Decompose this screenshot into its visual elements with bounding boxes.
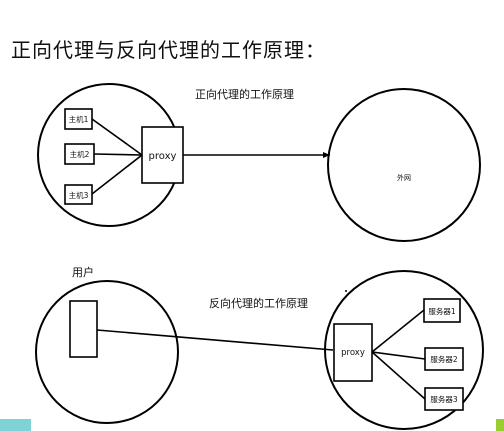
user-label: 用户 (72, 265, 94, 279)
host-3-to-proxy-line (91, 154, 143, 195)
page-title: 正向代理与反向代理的工作原理： (11, 38, 326, 62)
host-1-to-proxy-line (91, 118, 143, 156)
corner-accent-right (496, 419, 504, 431)
user-to-proxy-line (96, 329, 334, 351)
server-1-label: 服务器1 (428, 306, 455, 316)
host-2-label: 主机2 (70, 149, 90, 159)
proxy-to-server-2-line (371, 351, 426, 360)
internet-circle (327, 88, 481, 242)
user-circle (35, 280, 179, 424)
server-3-label: 服务器3 (430, 394, 457, 404)
forward-caption: 正向代理的工作原理 (195, 87, 294, 101)
host-3-box (64, 184, 93, 205)
reverse-proxy-label: proxy (341, 348, 365, 358)
reverse-proxy-diagram: 用户 反向代理的工作原理 proxy 服务器1 服务器2 服务器3 (35, 265, 484, 430)
server-network-circle (324, 270, 484, 430)
forward-proxy-label: proxy (149, 151, 177, 162)
arrowhead-icon (323, 152, 330, 158)
forward-proxy-diagram: 正向代理的工作原理 主机1 主机2 主机3 proxy 外网 (37, 83, 481, 242)
dot-mark (345, 290, 347, 292)
reverse-caption: 反向代理的工作原理 (209, 296, 308, 310)
host-1-label: 主机1 (69, 114, 89, 124)
proxy-to-server-3-line (371, 351, 426, 400)
host-3-label: 主机3 (69, 190, 89, 200)
host-2-to-proxy-line (93, 153, 143, 156)
proxy-to-server-1-line (371, 309, 425, 353)
user-box (69, 300, 98, 358)
internet-label: 外网 (397, 173, 411, 182)
corner-accent-left (0, 419, 31, 431)
server-2-label: 服务器2 (430, 354, 457, 364)
